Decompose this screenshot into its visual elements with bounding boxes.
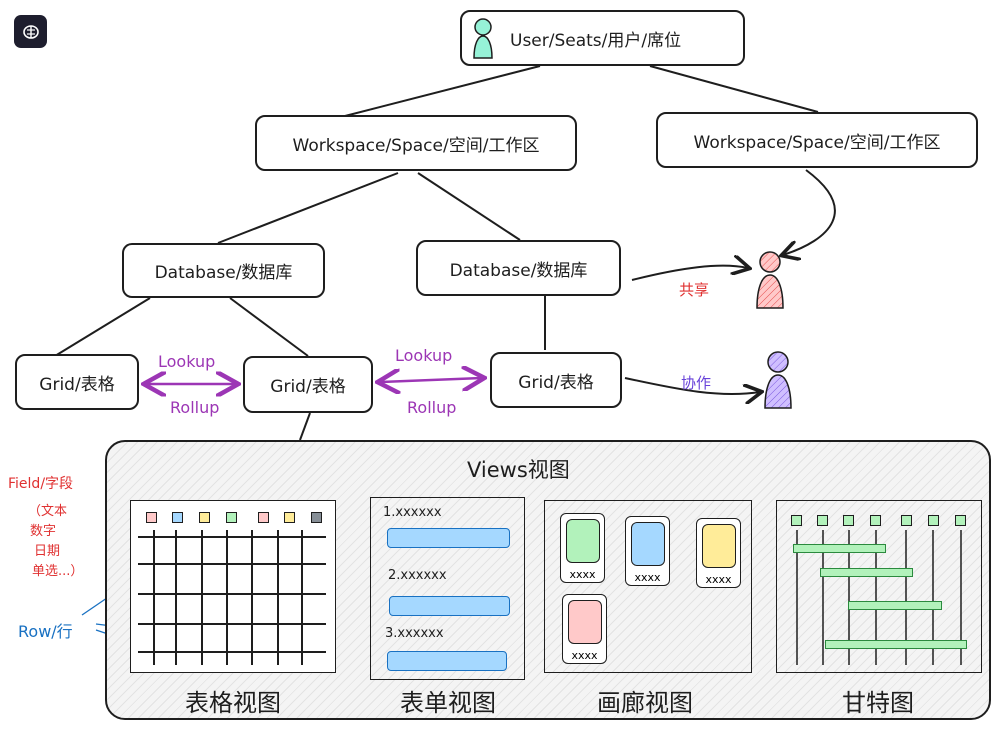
share-label: 共享 xyxy=(679,281,710,299)
field-types-annotation: 数字 xyxy=(30,524,57,539)
user-seats-node: User/Seats/用户/席位 xyxy=(460,10,745,66)
gantt-task-bar xyxy=(825,640,967,649)
gantt-view-caption: 甘特图 xyxy=(842,689,914,717)
gantt-day-chip xyxy=(901,515,912,526)
collaborate-label: 协作 xyxy=(681,374,712,392)
database-label: Database/数据库 xyxy=(154,263,293,283)
gantt-day-chip xyxy=(817,515,828,526)
field-annotation: Field/字段 xyxy=(8,476,74,492)
grid-view-lines xyxy=(138,530,326,665)
gantt-day-chip xyxy=(843,515,854,526)
workspace-node-right: Workspace/Space/空间/工作区 xyxy=(656,112,978,168)
form-item-label: 3.xxxxxx xyxy=(385,626,444,641)
lookup-label-2: Lookup xyxy=(395,346,453,365)
gallery-card: xxxx xyxy=(562,594,607,664)
gallery-card: xxxx xyxy=(696,518,741,588)
gantt-day-chip xyxy=(791,515,802,526)
form-view-caption: 表单视图 xyxy=(400,689,496,717)
gantt-day-chip xyxy=(928,515,939,526)
grid-label: Grid/表格 xyxy=(270,377,346,397)
grid-view-caption: 表格视图 xyxy=(185,689,281,717)
field-chip xyxy=(311,512,322,523)
workspace-node-left: Workspace/Space/空间/工作区 xyxy=(255,115,577,171)
form-item-label: 2.xxxxxx xyxy=(388,568,447,583)
field-chip xyxy=(146,512,157,523)
views-title: Views视图 xyxy=(467,458,570,482)
row-annotation: Row/行 xyxy=(18,622,73,641)
grid-label: Grid/表格 xyxy=(39,374,115,395)
gallery-view-caption: 画廊视图 xyxy=(597,689,693,717)
rollup-label-2: Rollup xyxy=(407,398,457,417)
field-types-annotation: 单选...） xyxy=(32,564,84,579)
person-share-icon xyxy=(752,248,788,316)
field-chip xyxy=(226,512,237,523)
user-icon xyxy=(470,16,496,67)
user-seats-label: User/Seats/用户/席位 xyxy=(510,30,682,51)
field-chip xyxy=(284,512,295,523)
field-chip xyxy=(172,512,183,523)
grid-node-2: Grid/表格 xyxy=(243,356,373,413)
workspace-label: Workspace/Space/空间/工作区 xyxy=(292,135,540,156)
database-node-left: Database/数据库 xyxy=(122,243,325,298)
form-item-label: 1.xxxxxx xyxy=(383,505,442,520)
gantt-task-bar xyxy=(848,601,942,610)
form-input-field xyxy=(387,528,510,548)
workspace-label: Workspace/Space/空间/工作区 xyxy=(693,132,941,153)
grid-node-1: Grid/表格 xyxy=(15,354,139,410)
app-logo-icon[interactable] xyxy=(14,15,47,48)
form-input-field xyxy=(387,651,507,671)
field-chip xyxy=(258,512,269,523)
grid-node-3: Grid/表格 xyxy=(490,352,622,408)
database-node-right: Database/数据库 xyxy=(416,240,621,296)
gallery-card: xxxx xyxy=(560,513,605,583)
grid-label: Grid/表格 xyxy=(518,372,594,393)
gantt-day-chip xyxy=(955,515,966,526)
person-collab-icon xyxy=(760,348,796,416)
field-types-annotation: （文本 xyxy=(28,504,68,519)
gantt-task-bar xyxy=(793,544,886,553)
gallery-card: xxxx xyxy=(625,516,670,586)
database-label: Database/数据库 xyxy=(449,260,588,281)
form-view-panel xyxy=(370,497,525,680)
gantt-day-chip xyxy=(870,515,881,526)
gantt-task-bar xyxy=(820,568,913,577)
field-types-annotation: 日期 xyxy=(34,544,61,559)
field-chip xyxy=(199,512,210,523)
rollup-label-1: Rollup xyxy=(170,398,220,417)
lookup-label-1: Lookup xyxy=(158,352,216,371)
form-input-field xyxy=(389,596,510,616)
